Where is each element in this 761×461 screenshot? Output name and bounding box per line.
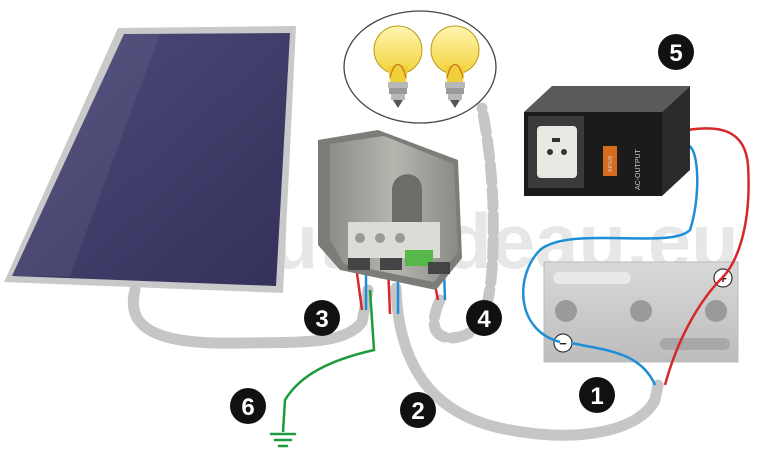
ground-wire xyxy=(281,289,376,433)
callout-badge-1: 1 xyxy=(579,377,615,413)
battery-icon xyxy=(543,261,739,363)
solar-panel-icon xyxy=(4,26,296,293)
light-bulb-icon xyxy=(430,25,480,108)
callout-badge-5: 5 xyxy=(658,34,694,70)
inverter-brand-label: sinus xyxy=(607,155,614,172)
callout-number-5: 5 xyxy=(669,40,682,67)
inverter-positive-wire xyxy=(663,127,750,386)
battery-negative-terminal: − xyxy=(553,333,573,353)
inverter-icon: sinus AC-OUTPUT xyxy=(524,86,690,196)
panel-cable xyxy=(127,284,374,349)
ground-icon xyxy=(269,432,297,448)
battery-link-cable xyxy=(390,282,664,441)
light-bulb-bubble xyxy=(343,10,497,124)
callout-badge-3: 3 xyxy=(304,300,340,336)
light-bulb-icon xyxy=(373,25,423,108)
inverter-negative-wire xyxy=(521,143,699,344)
callout-number-1: 1 xyxy=(590,383,603,410)
callout-badge-6: 6 xyxy=(230,388,266,424)
callout-number-6: 6 xyxy=(241,394,254,421)
inverter-model-label: AC-OUTPUT xyxy=(635,148,642,190)
callout-number-3: 3 xyxy=(315,306,328,333)
callout-number-2: 2 xyxy=(411,398,424,425)
callout-badge-4: 4 xyxy=(466,300,502,336)
battery-negative-wire xyxy=(571,341,657,386)
callout-badge-2: 2 xyxy=(400,392,436,428)
battery-minus-symbol: − xyxy=(559,336,567,351)
charge-controller-icon xyxy=(318,130,462,290)
callout-number-4: 4 xyxy=(477,306,491,333)
